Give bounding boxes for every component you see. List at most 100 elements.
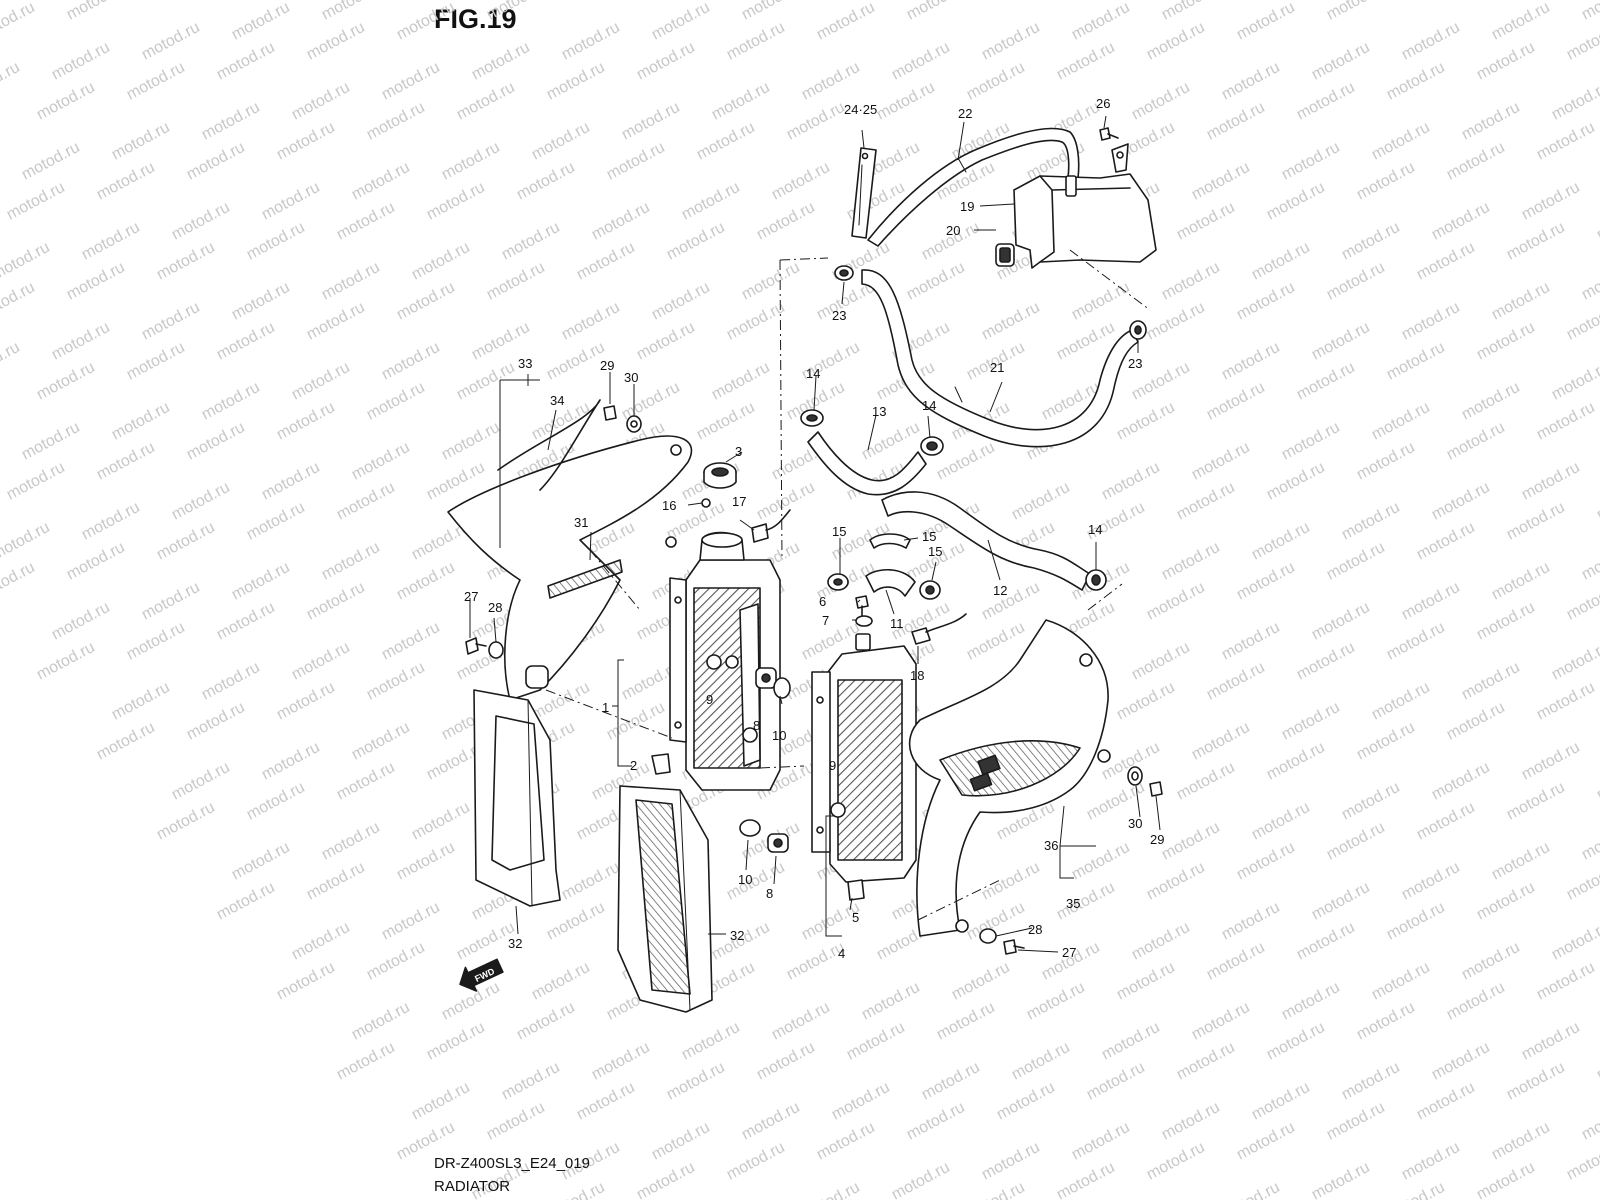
watermark-text: motod.ru bbox=[1249, 799, 1313, 844]
callout-24-25: 24·25 bbox=[844, 102, 877, 117]
watermark-text: motod.ru bbox=[79, 219, 143, 264]
watermark-text: motod.ru bbox=[514, 159, 578, 204]
part-6-bolt bbox=[855, 595, 869, 617]
watermark-text: motod.ru bbox=[1429, 199, 1493, 244]
watermark-text: motod.ru bbox=[214, 319, 278, 364]
callout-13: 13 bbox=[872, 404, 886, 419]
watermark-text: motod.ru bbox=[724, 1139, 788, 1184]
watermark-text: motod.ru bbox=[1279, 699, 1343, 744]
watermark-text: motod.ru bbox=[94, 159, 158, 204]
watermark-text: motod.ru bbox=[1069, 279, 1133, 324]
watermark-text: motod.ru bbox=[1129, 79, 1193, 124]
watermark-text: motod.ru bbox=[349, 159, 413, 204]
watermark-text: motod.ru bbox=[1309, 319, 1373, 364]
callout-27-right: 27 bbox=[1062, 945, 1076, 960]
watermark-text: motod.ru bbox=[1399, 579, 1463, 624]
watermark-text: motod.ru bbox=[1159, 819, 1223, 864]
watermark-text: motod.ru bbox=[574, 0, 638, 4]
watermark-text: motod.ru bbox=[1294, 639, 1358, 684]
part-30-washer-left bbox=[626, 415, 642, 433]
watermark-text: motod.ru bbox=[1339, 499, 1403, 544]
watermark-text: motod.ru bbox=[304, 579, 368, 624]
callout-34: 34 bbox=[550, 393, 564, 408]
watermark-text: motod.ru bbox=[1159, 259, 1223, 304]
watermark-text: motod.ru bbox=[394, 839, 458, 884]
callout-12: 12 bbox=[993, 583, 1007, 598]
watermark-text: motod.ru bbox=[214, 599, 278, 644]
part-34-left-shroud bbox=[447, 399, 693, 701]
watermark-text: motod.ru bbox=[1069, 0, 1133, 44]
callout-23-upper: 23 bbox=[832, 308, 846, 323]
callout-35: 35 bbox=[1066, 896, 1080, 911]
watermark-text: motod.ru bbox=[199, 99, 263, 144]
watermark-text: motod.ru bbox=[334, 479, 398, 524]
watermark-text: motod.ru bbox=[1519, 179, 1583, 224]
callout-30-right: 30 bbox=[1128, 816, 1142, 831]
watermark-text: motod.ru bbox=[394, 279, 458, 324]
watermark-text: motod.ru bbox=[709, 359, 773, 404]
watermark-text: motod.ru bbox=[184, 419, 248, 464]
watermark-text: motod.ru bbox=[1369, 679, 1433, 724]
watermark-text: motod.ru bbox=[139, 579, 203, 624]
watermark-text: motod.ru bbox=[1264, 459, 1328, 504]
watermark-text: motod.ru bbox=[319, 259, 383, 304]
watermark-text: motod.ru bbox=[1369, 399, 1433, 444]
watermark-text: motod.ru bbox=[964, 619, 1028, 664]
callout-14-top: 14 bbox=[806, 366, 820, 381]
watermark-text: motod.ru bbox=[439, 419, 503, 464]
part-14-clamp-a bbox=[800, 409, 824, 427]
watermark-text: motod.ru bbox=[1504, 219, 1568, 264]
callout-9-left: 9 bbox=[706, 692, 713, 707]
callout-30-left: 30 bbox=[624, 370, 638, 385]
watermark-text: motod.ru bbox=[529, 119, 593, 164]
watermark-text: motod.ru bbox=[1534, 959, 1598, 1004]
watermark-text: motod.ru bbox=[484, 259, 548, 304]
watermark-text: motod.ru bbox=[1249, 1079, 1313, 1124]
watermark-text: motod.ru bbox=[1204, 379, 1268, 424]
callout-28-right: 28 bbox=[1028, 922, 1042, 937]
watermark-text: motod.ru bbox=[1594, 759, 1600, 804]
callout-17: 17 bbox=[732, 494, 746, 509]
watermark-text: motod.ru bbox=[1354, 439, 1418, 484]
watermark-text: motod.ru bbox=[1324, 0, 1388, 24]
watermark-text: motod.ru bbox=[319, 539, 383, 584]
part-29-bolt-left bbox=[603, 405, 617, 421]
watermark-text: motod.ru bbox=[1399, 859, 1463, 904]
watermark-text: motod.ru bbox=[79, 499, 143, 544]
watermark-text: motod.ru bbox=[694, 399, 758, 444]
callout-36: 36 bbox=[1044, 838, 1058, 853]
watermark-text: motod.ru bbox=[1144, 299, 1208, 344]
watermark-text: motod.ru bbox=[139, 19, 203, 64]
part-10-collar-b bbox=[739, 819, 761, 837]
watermark-text: motod.ru bbox=[1324, 1099, 1388, 1144]
watermark-text: motod.ru bbox=[1219, 59, 1283, 104]
watermark-text: motod.ru bbox=[1549, 919, 1600, 964]
watermark-text: motod.ru bbox=[1474, 599, 1538, 644]
watermark-text: motod.ru bbox=[124, 59, 188, 104]
part-23-clamp-upper bbox=[834, 265, 854, 281]
watermark-text: motod.ru bbox=[484, 0, 548, 24]
watermark-text: motod.ru bbox=[1354, 159, 1418, 204]
watermark-text: motod.ru bbox=[274, 679, 338, 724]
watermark-text: motod.ru bbox=[1579, 1099, 1600, 1144]
watermark-text: motod.ru bbox=[1159, 539, 1223, 584]
watermark-text: motod.ru bbox=[799, 1179, 863, 1200]
watermark-text: motod.ru bbox=[154, 0, 218, 4]
part-4-right-radiator bbox=[811, 633, 917, 883]
part-9-grommet-a bbox=[725, 655, 739, 669]
watermark-text: motod.ru bbox=[1384, 339, 1448, 384]
watermark-text: motod.ru bbox=[739, 259, 803, 304]
watermark-text: motod.ru bbox=[319, 0, 383, 24]
watermark-text: motod.ru bbox=[1504, 779, 1568, 824]
watermark-text: motod.ru bbox=[1399, 19, 1463, 64]
watermark-text: motod.ru bbox=[1099, 1019, 1163, 1064]
watermark-text: motod.ru bbox=[979, 299, 1043, 344]
callout-15-c: 15 bbox=[928, 544, 942, 559]
part-32-left-guard bbox=[473, 689, 561, 907]
watermark-text: motod.ru bbox=[124, 339, 188, 384]
watermark-text: motod.ru bbox=[0, 559, 38, 604]
watermark-text: motod.ru bbox=[724, 859, 788, 904]
watermark-text: motod.ru bbox=[1114, 399, 1178, 444]
watermark-text: motod.ru bbox=[334, 759, 398, 804]
watermark-text: motod.ru bbox=[184, 699, 248, 744]
